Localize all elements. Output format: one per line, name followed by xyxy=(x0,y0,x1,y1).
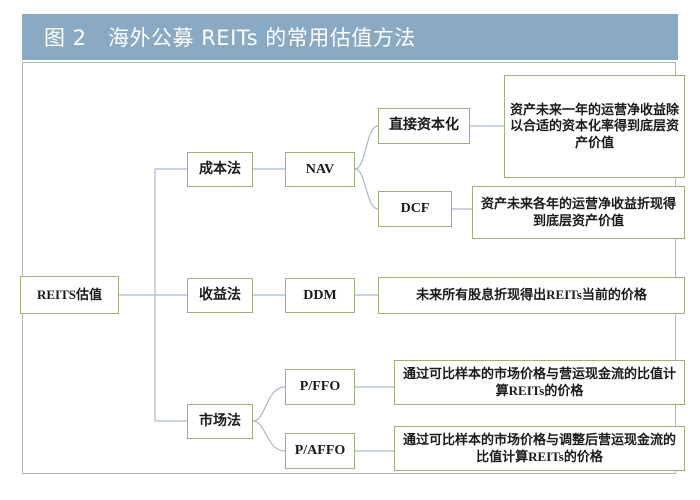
node-root[interactable]: REITS估值 xyxy=(20,276,119,314)
desc-ddm: 未来所有股息折现得出REITs当前的价格 xyxy=(378,277,685,314)
page-title: 图 2 海外公募 REITs 的常用估值方法 xyxy=(44,26,416,50)
desc-ddm-text: 未来所有股息折现得出REITs当前的价格 xyxy=(416,287,647,303)
node-pffo[interactable]: P/FFO xyxy=(285,369,355,405)
node-cost-method-label: 成本法 xyxy=(199,161,241,177)
node-dcf[interactable]: DCF xyxy=(378,191,452,227)
node-market-method-label: 市场法 xyxy=(199,413,241,429)
node-ddm[interactable]: DDM xyxy=(285,278,355,313)
desc-pffo: 通过可比样本的市场价格与营运现金流的比值计算REITs的价格 xyxy=(394,360,685,405)
node-dcf-label: DCF xyxy=(400,201,430,217)
node-income-method-label: 收益法 xyxy=(199,287,241,303)
desc-dcf: 资产未来各年的运营净收益折现得到底层资产价值 xyxy=(472,186,685,239)
node-paffo-label: P/AFFO xyxy=(294,443,346,459)
desc-paffo-text: 通过可比样本的市场价格与调整后营运现金流的比值计算REITs的价格 xyxy=(402,431,676,464)
node-nav[interactable]: NAV xyxy=(285,152,355,187)
node-pffo-label: P/FFO xyxy=(299,379,341,395)
node-nav-label: NAV xyxy=(305,161,335,177)
node-direct-cap[interactable]: 直接资本化 xyxy=(378,108,470,144)
node-income-method[interactable]: 收益法 xyxy=(187,278,253,313)
node-root-label: REITS估值 xyxy=(36,286,103,302)
node-direct-cap-label: 直接资本化 xyxy=(389,118,459,134)
node-paffo[interactable]: P/AFFO xyxy=(285,433,355,469)
desc-dcf-text: 资产未来各年的运营净收益折现得到底层资产价值 xyxy=(480,195,676,228)
desc-direct-cap: 资产未来一年的运营净收益除以合适的资本化率得到底层资产价值 xyxy=(504,75,685,178)
node-market-method[interactable]: 市场法 xyxy=(187,404,253,439)
node-cost-method[interactable]: 成本法 xyxy=(187,152,253,187)
node-ddm-label: DDM xyxy=(303,287,337,303)
desc-direct-cap-text: 资产未来一年的运营净收益除以合适的资本化率得到底层资产价值 xyxy=(509,101,679,150)
desc-pffo-text: 通过可比样本的市场价格与营运现金流的比值计算REITs的价格 xyxy=(402,365,676,398)
desc-paffo: 通过可比样本的市场价格与调整后营运现金流的比值计算REITs的价格 xyxy=(394,426,685,471)
figure-title-bar: 图 2 海外公募 REITs 的常用估值方法 xyxy=(22,14,678,60)
